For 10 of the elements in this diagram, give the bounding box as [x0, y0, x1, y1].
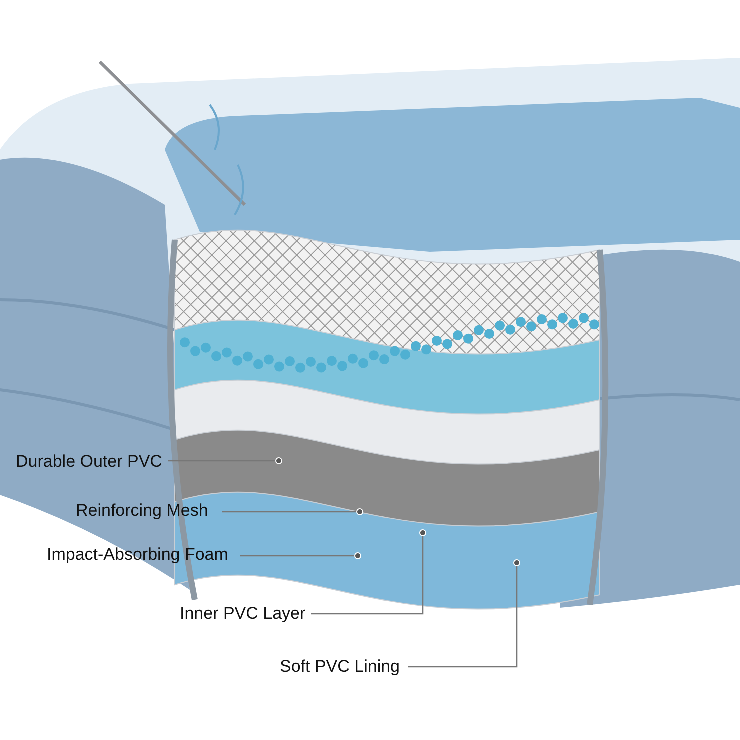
leader-line: [222, 508, 364, 516]
leader-line: [168, 458, 282, 464]
layer-label: Impact-Absorbing Foam: [47, 545, 228, 565]
leader-line: [240, 552, 362, 560]
layer-label: Durable Outer PVC: [16, 452, 162, 472]
leader-line: [311, 530, 426, 615]
layer-label: Inner PVC Layer: [180, 604, 306, 624]
leader-line: [408, 560, 520, 668]
layer-label: Reinforcing Mesh: [76, 501, 208, 521]
layer-label: Soft PVC Lining: [280, 657, 400, 677]
